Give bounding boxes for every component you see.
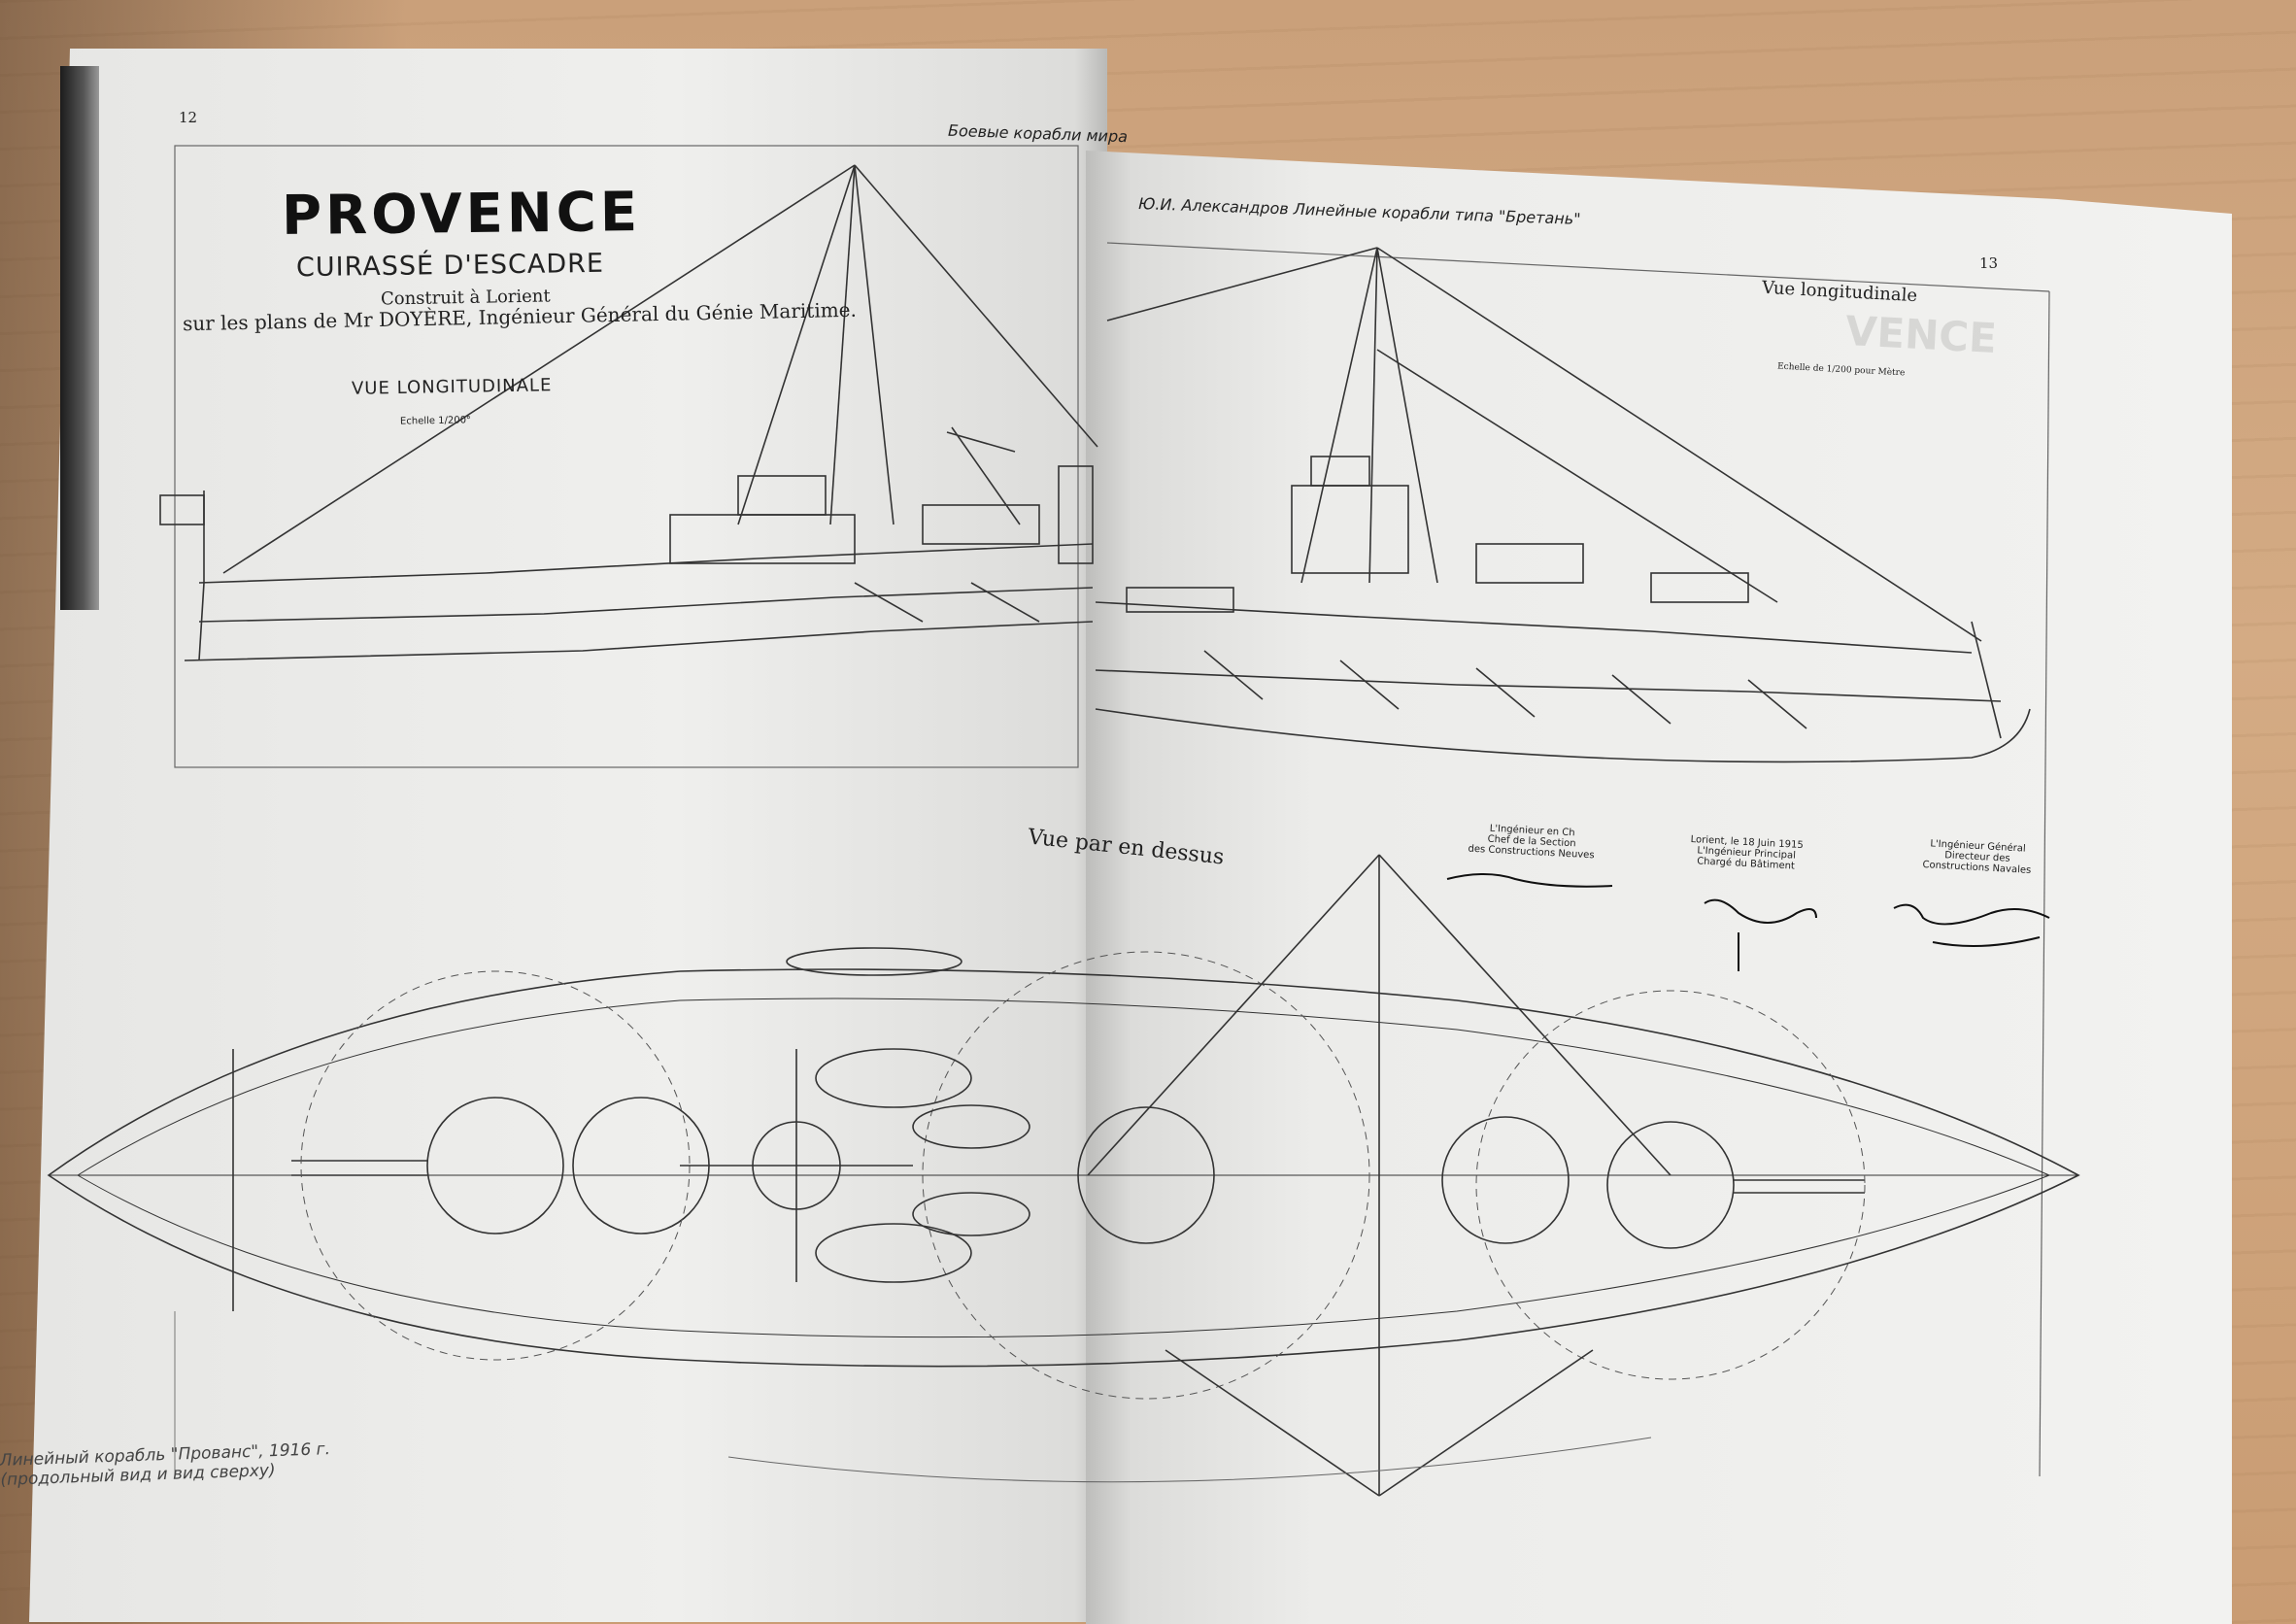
view-label-left: VUE LONGITUDINALE <box>351 375 553 399</box>
signature-block-1: L'Ingénieur en Ch Chef de la Section des… <box>1468 823 1596 862</box>
scale-label-left: Echelle 1/200° <box>399 415 472 427</box>
page-number-right: 13 <box>1979 254 1999 272</box>
page-number-left: 12 <box>179 109 198 126</box>
side-elevation <box>159 145 2050 1477</box>
drawing-title: PROVENCE <box>281 181 642 248</box>
show-through-text: VENCE <box>1843 306 1999 363</box>
left-page <box>29 49 1107 1622</box>
signature-block-2: Lorient, le 18 Juin 1915 L'Ingénieur Pri… <box>1689 834 1804 872</box>
page-edge-shadow <box>60 66 99 610</box>
drawing-subtitle: CUIRASSÉ D'ESCADRE <box>295 248 605 284</box>
signature-block-3: L'Ingénieur Général Directeur des Constr… <box>1922 838 2032 875</box>
plan-view <box>47 854 2080 1497</box>
signature-strokes <box>1446 873 2050 971</box>
